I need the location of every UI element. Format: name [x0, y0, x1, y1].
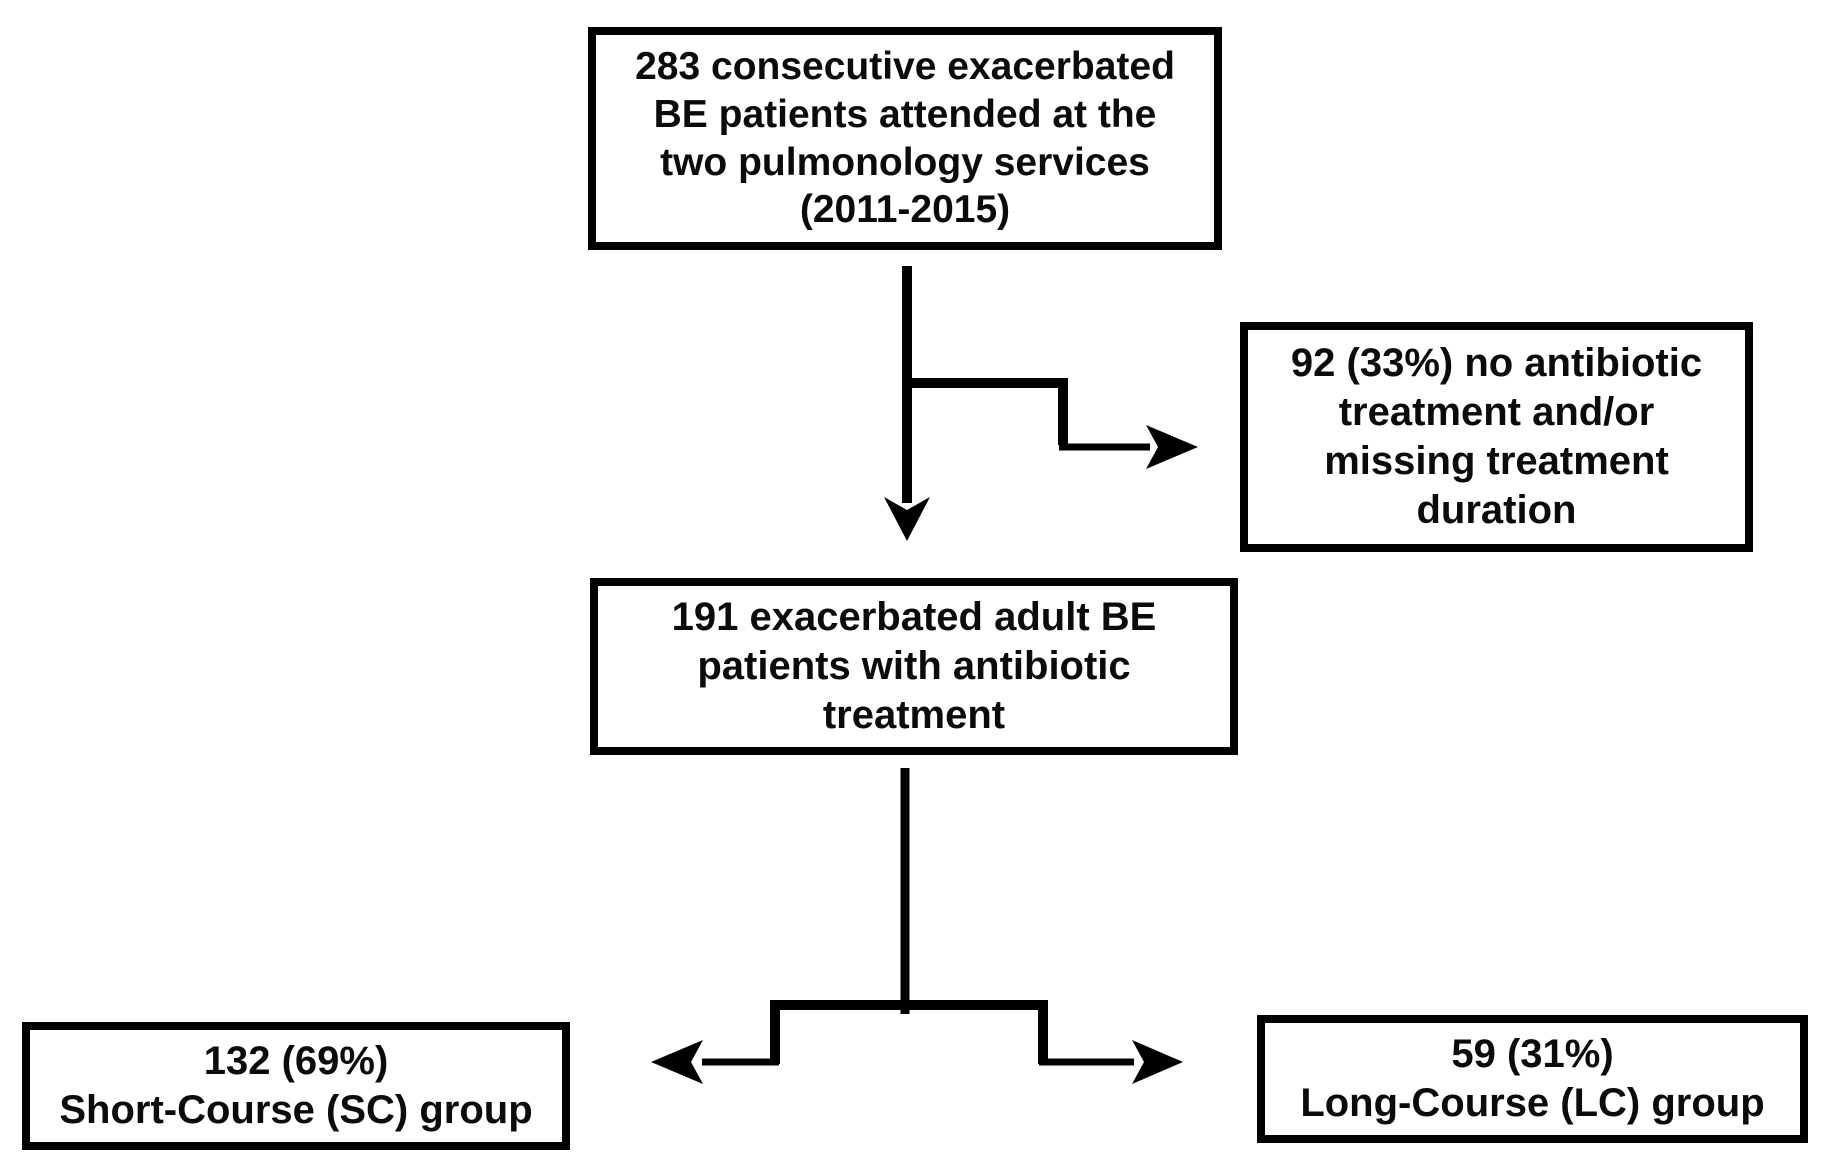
node-excluded-patients: 92 (33%) no antibiotic treatment and/or … — [1240, 322, 1753, 552]
node-text-line: (2011-2015) — [799, 188, 1011, 232]
node-text-line: treatment — [822, 692, 1006, 737]
node-text-line: BE patients attended at the — [653, 92, 1157, 136]
node-text-line: two pulmonology services — [660, 140, 1150, 184]
node-text-line: treatment and/or — [1338, 390, 1655, 435]
node-text-line: Short-Course (SC) group — [59, 1088, 533, 1132]
node-short-course-group: 132 (69%) Short-Course (SC) group — [22, 1022, 570, 1150]
node-long-course-group: 59 (31%) Long-Course (LC) group — [1257, 1015, 1808, 1143]
edge-enrolled-to-treated-arrowhead — [884, 497, 930, 541]
node-enrolled-patients: 283 consecutive exacerbated BE patients … — [588, 27, 1222, 250]
node-text-line: 132 (69%) — [203, 1039, 389, 1084]
node-text-line: 191 exacerbated adult BE — [671, 595, 1157, 640]
edge-branch-to-excluded-arrowhead — [1146, 425, 1198, 469]
edge-split-to-sc-arrowhead — [651, 1040, 703, 1084]
node-treated-patients: 191 exacerbated adult BE patients with a… — [590, 578, 1238, 755]
edge-split-crossbar — [770, 1000, 1048, 1064]
node-text-line: 59 (31%) — [1451, 1032, 1614, 1077]
edge-split-to-lc-arrowhead — [1132, 1040, 1183, 1084]
node-text-line: missing treatment — [1324, 439, 1669, 483]
node-text-line: patients with antibiotic — [697, 644, 1131, 689]
edge-branch-to-excluded-step — [910, 378, 1068, 445]
node-text-line: Long-Course (LC) group — [1300, 1081, 1765, 1125]
node-text-line: 283 consecutive exacerbated — [635, 45, 1175, 89]
node-text-line: 92 (33%) no antibiotic — [1290, 341, 1703, 386]
node-text-line: duration — [1416, 487, 1577, 532]
